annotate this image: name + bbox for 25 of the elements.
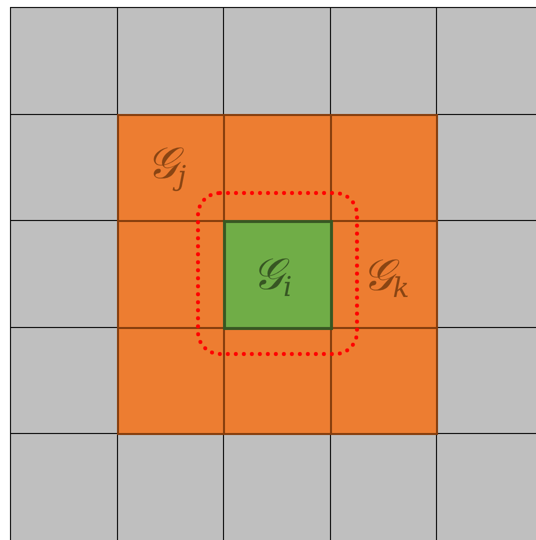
grid-square — [330, 7, 438, 115]
grid-square — [116, 114, 226, 222]
grid-square — [436, 7, 536, 115]
grid-square — [223, 433, 331, 540]
grid-square — [330, 114, 438, 222]
grid-square — [116, 220, 226, 329]
grid-square — [10, 220, 118, 328]
grid-square — [116, 433, 224, 540]
grid-square — [116, 326, 226, 436]
grid-square — [330, 326, 438, 436]
grid-square — [436, 326, 536, 434]
grid-square — [10, 7, 118, 115]
grid-square — [223, 7, 331, 115]
grid-square — [10, 114, 118, 222]
math-symbol: 𝒢$_{i}$ — [252, 253, 292, 302]
grid-square — [10, 433, 118, 540]
grid-square — [10, 326, 118, 434]
math-symbol: 𝒢$_{k}$ — [362, 254, 410, 302]
grid-square — [223, 114, 332, 222]
grid-square — [116, 7, 224, 115]
grid-square — [436, 220, 536, 328]
grid-square — [436, 433, 536, 540]
math-symbol: 𝒢$_{j}$ — [146, 142, 186, 190]
grid-square — [330, 433, 438, 540]
grid-square — [436, 114, 536, 222]
